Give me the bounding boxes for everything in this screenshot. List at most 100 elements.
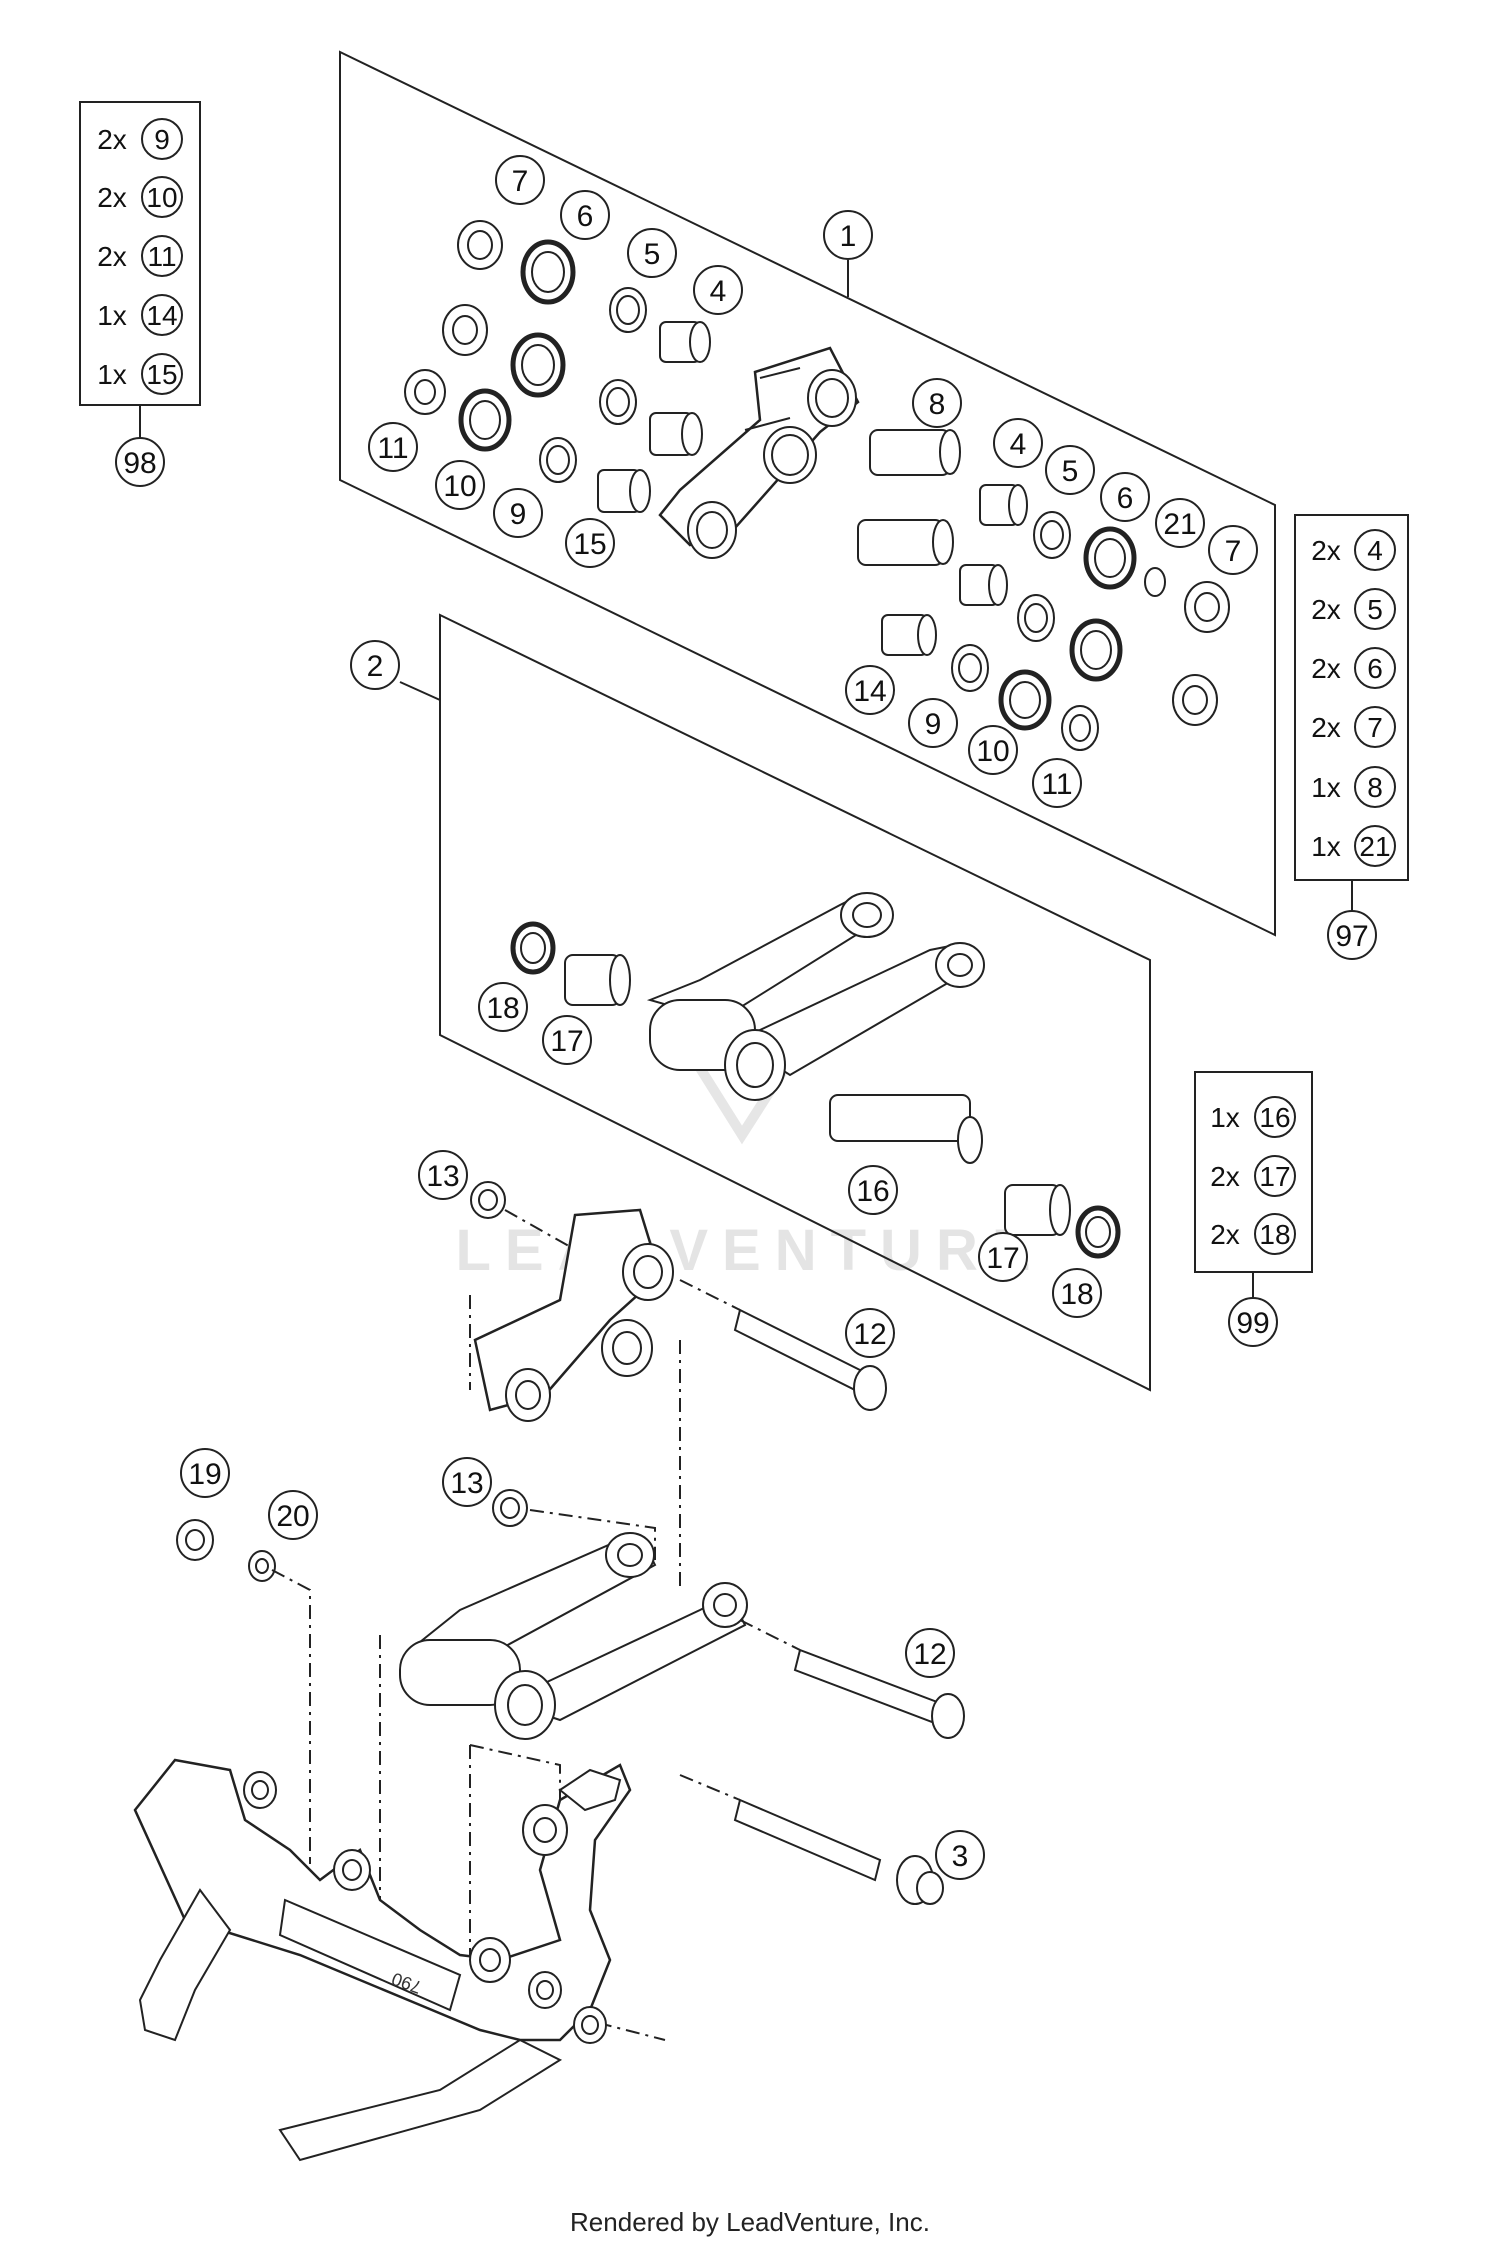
kit-97-row-4: 1x 8	[1311, 766, 1396, 808]
callout-4a: 4	[693, 265, 743, 315]
svg-text:5: 5	[644, 238, 661, 271]
callout-18a: 18	[478, 982, 528, 1032]
svg-text:18: 18	[1259, 1219, 1290, 1250]
kit-panel-1	[339, 50, 1276, 937]
footer-credit: Rendered by LeadVenture, Inc.	[570, 2207, 930, 2237]
svg-text:2x: 2x	[1311, 712, 1341, 743]
callout-13b: 13	[442, 1457, 492, 1507]
svg-text:13: 13	[426, 1160, 459, 1193]
callout-3: 3	[935, 1830, 985, 1880]
callout-10a: 10	[435, 460, 485, 510]
callout-17b: 17	[978, 1232, 1028, 1282]
svg-text:8: 8	[1367, 772, 1383, 803]
callout-7a: 7	[495, 155, 545, 205]
svg-text:4: 4	[1367, 535, 1383, 566]
svg-text:1x: 1x	[1311, 772, 1341, 803]
watermark-text: LEADVENTURE	[455, 1218, 1044, 1283]
callout-10b: 10	[968, 725, 1018, 775]
callout-5a: 5	[627, 228, 677, 278]
svg-text:1x: 1x	[1210, 1102, 1240, 1133]
svg-text:2x: 2x	[1210, 1219, 1240, 1250]
svg-text:4: 4	[1010, 428, 1027, 461]
callout-4b: 4	[993, 418, 1043, 468]
svg-text:4: 4	[710, 275, 727, 308]
kit-97-label: 97	[1327, 910, 1377, 960]
svg-text:18: 18	[1060, 1278, 1093, 1311]
callout-15: 15	[565, 518, 615, 568]
callout-7b: 7	[1208, 525, 1258, 575]
panel-1-parts	[404, 220, 1230, 751]
svg-text:99: 99	[1236, 1307, 1269, 1340]
lower-assembly: 790	[133, 1181, 965, 2162]
callout-19: 19	[180, 1448, 230, 1498]
svg-text:10: 10	[976, 735, 1009, 768]
svg-text:2x: 2x	[97, 182, 127, 213]
svg-text:2x: 2x	[1210, 1161, 1240, 1192]
callout-14: 14	[845, 665, 895, 715]
svg-text:14: 14	[146, 300, 177, 331]
svg-text:98: 98	[123, 447, 156, 480]
svg-text:1: 1	[840, 220, 857, 253]
callout-1: 1	[823, 210, 873, 260]
kit-99-row-0: 1x 16	[1210, 1096, 1296, 1138]
svg-text:3: 3	[952, 1840, 969, 1873]
svg-text:9: 9	[154, 124, 170, 155]
svg-text:11: 11	[1041, 768, 1072, 801]
svg-text:21: 21	[1163, 508, 1196, 541]
svg-text:9: 9	[925, 708, 942, 741]
svg-text:6: 6	[1367, 653, 1383, 684]
svg-text:1x: 1x	[97, 359, 127, 390]
svg-text:16: 16	[1259, 1102, 1290, 1133]
svg-text:21: 21	[1359, 831, 1390, 862]
svg-text:11: 11	[377, 432, 408, 465]
svg-text:7: 7	[1225, 535, 1242, 568]
callout-11b: 11	[1032, 758, 1082, 808]
callout-20: 20	[268, 1490, 318, 1540]
svg-text:6: 6	[1117, 482, 1134, 515]
callout-13a: 13	[418, 1150, 468, 1200]
callout-6a: 6	[560, 190, 610, 240]
callout-5b: 5	[1045, 445, 1095, 495]
svg-text:12: 12	[853, 1318, 886, 1351]
callout-12b: 12	[905, 1628, 955, 1678]
callouts: 1 2 3 4 4 5 5 6 6 7 7 8 9 9 10 10 11 11 …	[180, 155, 1258, 1880]
kit-97-row-5: 1x 21	[1311, 825, 1396, 867]
svg-text:17: 17	[986, 1242, 1019, 1275]
svg-text:18: 18	[486, 992, 519, 1025]
kit-98-row-3: 1x 14	[97, 294, 183, 336]
svg-text:19: 19	[188, 1458, 221, 1491]
kit-panel-2	[399, 613, 1151, 1392]
kit-98-label: 98	[115, 437, 165, 487]
svg-text:5: 5	[1062, 455, 1079, 488]
svg-text:20: 20	[276, 1500, 309, 1533]
callout-9b: 9	[908, 698, 958, 748]
callout-16: 16	[848, 1165, 898, 1215]
svg-text:1x: 1x	[97, 300, 127, 331]
callout-11a: 11	[368, 422, 418, 472]
kit-98-row-0: 2x 9	[97, 118, 183, 160]
svg-text:15: 15	[573, 528, 606, 561]
svg-text:2x: 2x	[97, 124, 127, 155]
callout-17a: 17	[542, 1015, 592, 1065]
svg-text:9: 9	[510, 498, 527, 531]
svg-text:14: 14	[853, 675, 886, 708]
svg-text:1x: 1x	[1311, 831, 1341, 862]
svg-text:16: 16	[856, 1175, 889, 1208]
svg-text:17: 17	[550, 1025, 583, 1058]
kit-99-label: 99	[1228, 1297, 1278, 1347]
callout-9a: 9	[493, 488, 543, 538]
svg-text:2x: 2x	[97, 241, 127, 272]
svg-text:5: 5	[1367, 594, 1383, 625]
svg-text:10: 10	[443, 470, 476, 503]
kit-99-row-2: 2x 18	[1210, 1213, 1296, 1255]
